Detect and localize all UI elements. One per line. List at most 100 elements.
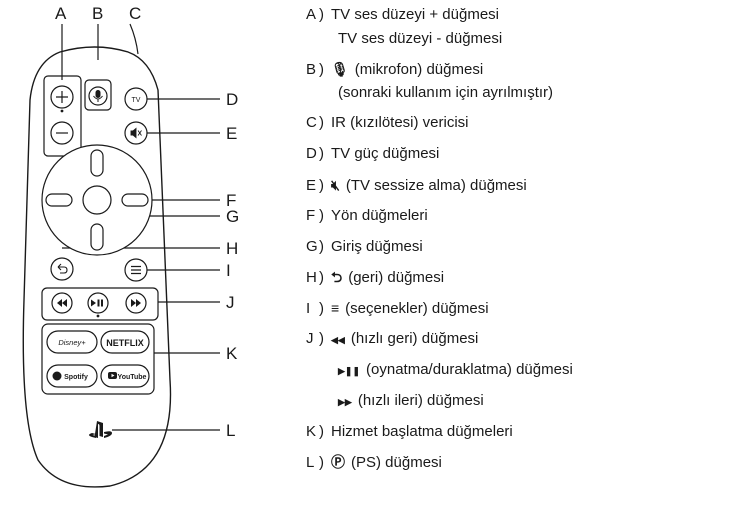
back-button[interactable]: [50, 257, 74, 281]
volume-rocker-box: [43, 75, 82, 157]
youtube-button[interactable]: YouTube: [100, 364, 150, 388]
spotify-logo-icon: [52, 371, 62, 381]
options-icon: [131, 265, 141, 275]
play-pause-icon: ▶❚❚: [338, 366, 361, 376]
legend-text: (seçenekler) düğmesi: [345, 300, 489, 317]
direction-up-button[interactable]: [90, 149, 104, 177]
callout-c: C: [129, 4, 141, 23]
legend-text: (TV sessize alma) düğmesi: [345, 177, 527, 194]
mic-button-box: [84, 79, 112, 111]
legend-paren: ): [319, 207, 324, 224]
legend-text: (hızlı ileri) düğmesi: [357, 392, 484, 409]
legend-text: TV ses düzeyi - düğmesi: [338, 30, 503, 47]
legend-paren: ): [319, 269, 324, 286]
legend-letter: D: [306, 145, 317, 162]
direction-right-button[interactable]: [121, 193, 149, 207]
fast-forward-button[interactable]: [125, 292, 147, 314]
direction-left-button[interactable]: [45, 193, 73, 207]
legend-letter: I: [306, 300, 311, 317]
callout-d: D: [226, 90, 238, 109]
callout-l: L: [226, 421, 235, 440]
legend-letter: C: [306, 114, 317, 131]
legend-row: ▶▶ (hızlı ileri) düğmesi: [338, 392, 484, 411]
rewind-button[interactable]: [51, 292, 73, 314]
rewind-icon: [57, 299, 67, 307]
options-button[interactable]: [124, 258, 148, 282]
remote-diagram: A B C D E F G H I J K L TV: [22, 4, 239, 488]
legend-letter: J: [306, 330, 314, 347]
options-icon: ≡: [331, 300, 340, 316]
netflix-label: NETFLIX: [106, 338, 144, 348]
legend-text: (oynatma/duraklatma) düğmesi: [366, 361, 573, 378]
spotify-button[interactable]: Spotify: [46, 364, 98, 388]
callout-h: H: [226, 239, 238, 258]
legend-letter: B: [306, 61, 317, 78]
volume-up-button[interactable]: [50, 85, 74, 109]
legend-letter: G: [306, 238, 318, 255]
disney-plus-button[interactable]: Disney+: [46, 330, 98, 354]
legend-row: E) 🔇︎ (TV sessize alma) düğmesi: [306, 176, 527, 195]
legend-paren: ): [319, 145, 324, 162]
legend-letter: F: [306, 207, 316, 224]
legend-paren: ): [319, 423, 324, 440]
enter-button[interactable]: [82, 185, 112, 215]
back-arrow-icon: [57, 263, 68, 274]
legend-row: H) ⮌ (geri) düğmesi: [306, 268, 444, 287]
tv-mute-button[interactable]: [124, 121, 148, 145]
tv-power-button[interactable]: TV: [124, 87, 148, 111]
legend-row: (sonraki kullanım için ayrılmıştır): [338, 84, 553, 102]
legend-paren: ): [319, 114, 324, 131]
callout-i: I: [226, 261, 231, 280]
direction-down-button[interactable]: [90, 223, 104, 251]
legend-row: C)IR (kızılötesi) vericisi: [306, 114, 469, 132]
legend-row: D) TV güç düğmesi: [306, 145, 439, 163]
fast-forward-icon: ▶▶: [338, 397, 352, 407]
legend-row: I) ≡ (seçenekler) düğmesi: [306, 299, 489, 318]
legend-text: (geri) düğmesi: [348, 269, 445, 286]
callout-e: E: [226, 124, 237, 143]
play-pause-button[interactable]: [87, 292, 109, 314]
callout-j: J: [226, 293, 235, 312]
legend-paren: ): [319, 61, 324, 78]
legend-text: Hizmet başlatma düğmeleri: [331, 423, 513, 440]
legend-text: Giriş düğmesi: [331, 238, 423, 255]
legend-row: F) Yön düğmeleri: [306, 207, 428, 225]
microphone-icon: [93, 90, 103, 102]
microphone-icon: 🎙︎: [331, 61, 349, 77]
back-arrow-icon: ⮌: [331, 269, 343, 285]
netflix-button[interactable]: NETFLIX: [100, 330, 150, 354]
mute-icon: 🔇︎: [331, 177, 340, 193]
youtube-label: YouTube: [118, 374, 147, 381]
play-pause-icon: [91, 299, 103, 307]
ps-logo-icon: [89, 421, 112, 438]
remote-body: [22, 46, 172, 488]
tactile-dot: [60, 109, 64, 113]
legend-text: TV güç düğmesi: [331, 145, 440, 162]
volume-down-button[interactable]: [50, 121, 74, 145]
legend-paren: ): [319, 177, 324, 194]
legend-text: (mikrofon) düğmesi: [354, 61, 484, 78]
callout-a: A: [55, 4, 67, 23]
ps-button[interactable]: [89, 421, 112, 438]
legend-text: (sonraki kullanım için ayrılmıştır): [338, 84, 554, 101]
legend-paren: ): [319, 454, 324, 471]
legend-row: L)Ⓟ(PS) düğmesi: [306, 453, 442, 472]
legend-text: TV ses düzeyi + düğmesi: [331, 6, 499, 23]
spotify-label: Spotify: [64, 374, 88, 381]
callout-g: G: [226, 207, 239, 226]
legend-row: K)Hizmet başlatma düğmeleri: [306, 423, 513, 441]
legend-row: G)Giriş düğmesi: [306, 238, 423, 256]
rewind-icon: ◀◀: [331, 335, 345, 345]
legend-paren: ): [319, 300, 324, 317]
legend-letter: E: [306, 177, 317, 194]
callout-f: F: [226, 191, 236, 210]
legend-row: A)TV ses düzeyi + düğmesi: [306, 6, 499, 24]
fast-forward-icon: [131, 299, 141, 307]
tactile-dot: [96, 314, 100, 318]
legend-paren: ): [319, 330, 324, 347]
legend-text: (hızlı geri) düğmesi: [350, 330, 479, 347]
callout-k: K: [226, 344, 238, 363]
legend-text: Yön düğmeleri: [331, 207, 428, 224]
microphone-button[interactable]: [88, 86, 108, 106]
legend-letter: H: [306, 269, 317, 286]
